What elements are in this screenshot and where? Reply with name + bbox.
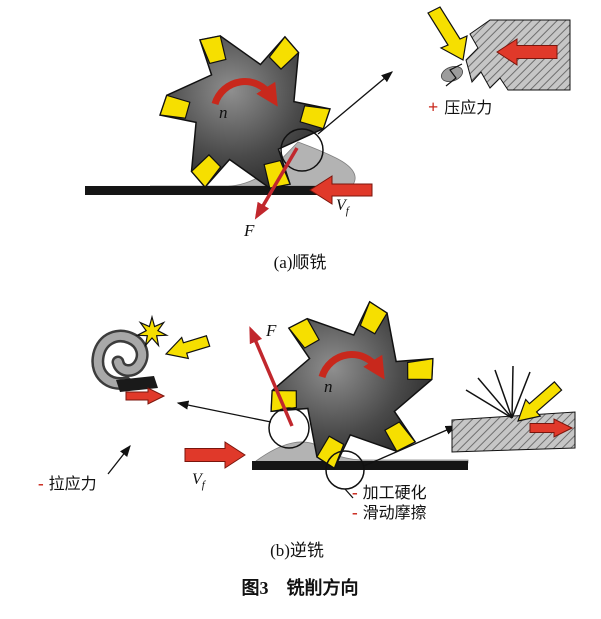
caption-a: (a)顺铣: [274, 253, 327, 272]
sliding-friction-label: -滑动摩擦: [352, 503, 427, 522]
spark-burst-icon: [135, 314, 169, 348]
workpiece-bar-a: [85, 186, 347, 195]
feed-arrow-b: [184, 441, 246, 469]
force-label-b: F: [265, 321, 277, 340]
feed-label-a: Vf: [336, 197, 351, 217]
friction-arrow-yellow-icon: [517, 381, 563, 422]
contact-zone-circle-a: [280, 128, 324, 172]
cutter-insert-icon: [199, 35, 227, 65]
workpiece-surface-a: [150, 141, 356, 187]
cutter-insert-icon: [316, 435, 345, 470]
tensile-arrow-yellow-icon: [164, 335, 211, 360]
tensile-stress-label: -拉应力: [38, 474, 97, 493]
label-connector-line: [344, 488, 354, 499]
figure-caption: 图3 铣削方向: [242, 577, 359, 598]
cutter-insert-icon: [268, 35, 300, 70]
caption-b: (b)逆铣: [270, 541, 324, 560]
cutter-insert-icon: [299, 105, 331, 130]
feed-label-b: Vf: [192, 471, 207, 491]
workpiece-bar-b: [252, 461, 468, 470]
figure-a: n F Vf +压应力 (a)顺铣: [85, 6, 571, 272]
detail-inset-tensile: -拉应力: [38, 314, 211, 493]
milling-cutter-b: n: [270, 300, 434, 470]
force-label-a: F: [243, 221, 255, 240]
force-arrow-a: [254, 147, 299, 220]
friction-arrow-red-icon: [529, 418, 574, 438]
compressive-stress-label: +压应力: [428, 97, 492, 117]
spindle-speed-label: n: [324, 377, 333, 396]
pointer-arrow-icon: [363, 425, 458, 467]
detail-inset-friction: -加工硬化 -滑动摩擦: [352, 365, 576, 522]
cutter-insert-icon: [407, 357, 434, 381]
tensile-arrow-red-icon: [125, 387, 166, 405]
pressure-arrow-yellow-icon: [427, 6, 468, 61]
feed-arrow-a: [309, 175, 373, 205]
pointer-arrow-icon: [176, 400, 272, 423]
pointer-arrow-icon: [107, 444, 131, 475]
spark-lines-icon: [465, 365, 531, 419]
detail-inset-compression: +压应力: [427, 6, 571, 117]
rotation-arrow-icon: [318, 351, 385, 380]
cutter-insert-icon: [384, 421, 417, 453]
contact-zone-circle-b-entry: [268, 407, 310, 449]
pointer-arrow-icon: [317, 71, 393, 135]
cutter-insert-icon: [190, 154, 222, 189]
pressure-arrow-red-icon: [496, 38, 558, 66]
rotation-arrow-icon: [211, 78, 278, 107]
cutter-insert-icon: [287, 317, 320, 349]
workpiece-surface-b: [255, 441, 469, 464]
spindle-speed-label: n: [219, 103, 228, 122]
force-arrow-b: [249, 326, 294, 427]
cutter-insert-icon: [159, 94, 191, 119]
milling-cutter-a: n: [159, 35, 331, 189]
chip-fragment-icon: [440, 66, 464, 82]
chip-curl-highlight-icon: [93, 332, 147, 388]
figure-b: Vf n F: [38, 300, 576, 560]
work-hardening-label: -加工硬化: [352, 483, 427, 502]
crack-icon: [445, 63, 463, 87]
cutter-body-a: [159, 35, 331, 189]
cutter-insert-icon: [359, 300, 388, 335]
